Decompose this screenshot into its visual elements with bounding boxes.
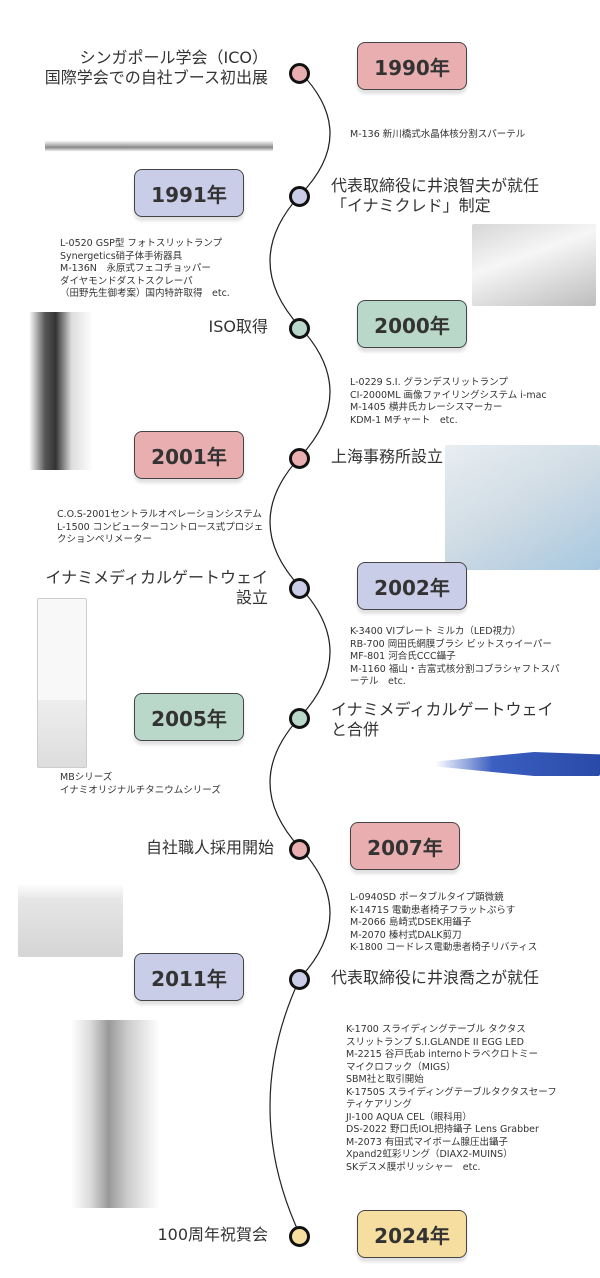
event-2002: イナミメディカルゲートウェイ 設立	[45, 568, 268, 607]
timeline-node-2000	[289, 318, 310, 339]
event-2007: 自社職人採用開始	[145, 838, 274, 857]
event-2000: ISO取得	[208, 317, 268, 336]
timeline-node-2002	[289, 578, 310, 599]
microscope-image	[18, 852, 123, 957]
timeline-node-1991	[289, 186, 310, 207]
year-badge-2011: 2011年	[134, 953, 244, 1001]
products-2001: C.O.S-2001セントラルオペレーションシステム L-1500 コンピュータ…	[57, 509, 264, 545]
timeline-node-2011	[289, 969, 310, 990]
spatula-instrument-image	[45, 132, 273, 160]
event-2001: 上海事務所設立	[331, 447, 444, 466]
year-badge-2024: 2024年	[357, 1210, 467, 1258]
products-2007: L-0940SD ポータブルタイプ顕微鏡 K-1471S 電動患者椅子フラットぷ…	[350, 892, 538, 953]
year-badge-1990: 1990年	[357, 42, 467, 90]
event-1991: 代表取締役に井浪智夫が就任 「イナミクレド」制定	[331, 176, 540, 215]
products-1990: M-136 新川橋式水晶体核分割スパーテル	[350, 129, 526, 140]
year-badge-1991: 1991年	[134, 169, 244, 217]
year-badge-2002: 2002年	[357, 562, 467, 610]
timeline-node-2024	[289, 1226, 310, 1247]
year-badge-2000: 2000年	[357, 300, 467, 348]
slit-lamp-image	[8, 312, 114, 470]
timeline-node-2007	[289, 839, 310, 860]
timeline-node-2005	[289, 708, 310, 729]
event-1990: シンガポール学会（ICO） 国際学会での自社ブース初出展	[44, 48, 268, 87]
event-2011: 代表取締役に井浪喬之が就任	[331, 968, 540, 987]
products-2002: K-3400 VIプレート ミルカ（LED視力） RB-700 岡田氏網膜ブラシ…	[350, 626, 560, 687]
year-badge-2005: 2005年	[134, 693, 244, 741]
products-2005: MBシリーズ イナミオリジナルチタニウムシリーズ	[60, 772, 221, 796]
year-badge-2001: 2001年	[134, 431, 244, 479]
operation-system-image	[445, 445, 600, 570]
products-1991: L-0520 GSP型 フォトスリットランプ Synergetics硝子体手術器…	[60, 238, 230, 299]
year-badge-2007: 2007年	[350, 822, 460, 870]
timeline-node-1990	[289, 63, 310, 84]
event-2024: 100周年祝賀会	[157, 1225, 268, 1244]
device-image	[472, 224, 596, 306]
eye-chart-image	[37, 598, 87, 768]
products-2011: K-1700 スライディングテーブル タクタス スリットランプ S.I.GLAN…	[346, 1024, 557, 1173]
products-2000: L-0229 S.I. グランデスリットランプ CI-2000ML 画像ファイリ…	[350, 377, 547, 426]
event-2005: イナミメディカルゲートウェイ と合併	[331, 700, 554, 739]
timeline-node-2001	[289, 448, 310, 469]
slit-lamp-2011-image	[52, 1020, 178, 1208]
